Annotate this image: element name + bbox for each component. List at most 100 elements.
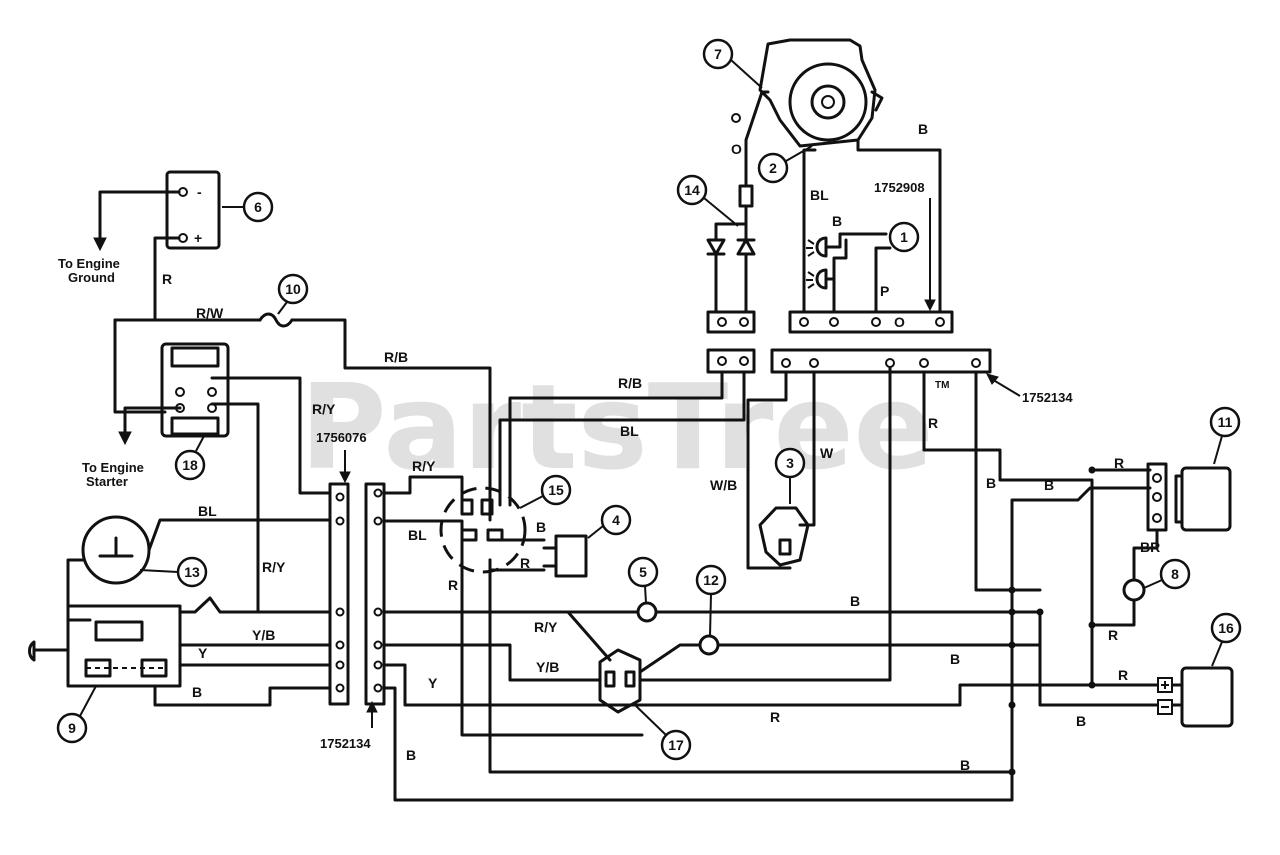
- svg-text:1: 1: [900, 229, 908, 245]
- unit-12: [698, 634, 720, 656]
- wire-label-b-mid-a: B: [850, 593, 860, 609]
- wire-label-r-right-top: R: [928, 415, 938, 431]
- svg-text:8: 8: [1171, 566, 1179, 582]
- wire-label-b-solenoid: B: [536, 519, 546, 535]
- svg-text:9: 9: [68, 720, 76, 736]
- battery-negative-label: -: [197, 184, 202, 200]
- callout-12: 12: [695, 564, 727, 596]
- wire-label-black-battery: B: [1076, 713, 1086, 729]
- wire-label-br: BR: [1140, 539, 1160, 555]
- wire-label-o: O: [894, 314, 905, 330]
- wire-label-p: P: [880, 283, 889, 299]
- callout-6: 6: [242, 191, 274, 223]
- wire-label-ry-lower: R/Y: [534, 619, 558, 635]
- callout-16: 16: [1210, 612, 1242, 644]
- wire-label-b-low-left: B: [192, 684, 202, 700]
- part-number-1752908: 1752908: [874, 180, 925, 195]
- ignition-switch: [160, 342, 230, 438]
- engine-starter-line1: To Engine: [82, 460, 144, 475]
- wire-label-yb-left: Y/B: [252, 627, 275, 643]
- callout-3: 3: [774, 447, 806, 479]
- wire-label-r-right-col: R: [1114, 455, 1124, 471]
- part-number-1752134-right: 1752134: [1022, 390, 1073, 405]
- unit-5: [636, 601, 658, 623]
- meter-13: [81, 515, 151, 585]
- wire-label-bl-mid: BL: [408, 527, 427, 543]
- wire-label-o-top: O: [731, 141, 742, 157]
- wire-label-ry-mid: R/Y: [412, 458, 436, 474]
- junctions: [1008, 466, 1096, 776]
- wire-label-b-bottom: B: [406, 747, 416, 763]
- wire-label-ry-upper: R/Y: [312, 401, 336, 417]
- callout-11: 11: [1209, 406, 1241, 438]
- engine-ground-line2: Ground: [68, 270, 115, 285]
- callout-13: 13: [176, 556, 208, 588]
- wire-label-rb-right: R/B: [618, 375, 642, 391]
- engine-lamps: [806, 232, 888, 314]
- callout-18: 18: [174, 449, 206, 481]
- svg-text:12: 12: [703, 572, 719, 588]
- svg-text:2: 2: [769, 160, 777, 176]
- engine: [758, 38, 884, 148]
- callout-14: 14: [676, 174, 708, 206]
- svg-text:10: 10: [285, 281, 301, 297]
- engine-starter-line2: Starter: [86, 474, 128, 489]
- wire-label-b-engine: B: [918, 121, 928, 137]
- wire-label-b-right-b: B: [1044, 477, 1054, 493]
- component-11: [1174, 466, 1232, 532]
- wire-label-y-mid: Y: [428, 675, 438, 691]
- module-17: [598, 648, 642, 714]
- callout-9: 9: [56, 712, 88, 744]
- battery-positive-label: +: [194, 230, 202, 246]
- wire-label-bl-top: BL: [620, 423, 639, 439]
- svg-text:5: 5: [639, 564, 647, 580]
- switch-9: [28, 604, 182, 688]
- wire-label-r-right-low: R: [1108, 627, 1118, 643]
- svg-text:18: 18: [182, 457, 198, 473]
- wire-label-b-mid-b: B: [950, 651, 960, 667]
- wire-label-bl-engine: BL: [810, 187, 829, 203]
- battery: - +: [165, 170, 221, 250]
- svg-text:17: 17: [668, 737, 684, 753]
- wire-label-rw: R/W: [196, 305, 224, 321]
- solenoid-4: [542, 534, 588, 578]
- wire-label-r-battery: R: [1118, 667, 1128, 683]
- svg-text:3: 3: [786, 455, 794, 471]
- callout-5: 5: [627, 556, 659, 588]
- svg-text:11: 11: [1218, 414, 1233, 430]
- trademark: TM: [935, 380, 949, 391]
- callout-2: 2: [757, 152, 789, 184]
- callout-10: 10: [277, 273, 309, 305]
- watermark: PartsTree: [300, 358, 934, 496]
- svg-text:14: 14: [684, 182, 700, 198]
- wire-label-bl-left: BL: [198, 503, 217, 519]
- wire-label-r-plug: R: [520, 555, 530, 571]
- wire-label-r-bottom: R: [770, 709, 780, 725]
- part-number-1756076: 1756076: [316, 430, 367, 445]
- callout-8: 8: [1159, 558, 1191, 590]
- wire-label-b-top: B: [832, 213, 842, 229]
- svg-text:15: 15: [548, 482, 564, 498]
- regulator-3: [758, 506, 810, 567]
- connector-1752134-left: [364, 482, 386, 706]
- svg-text:6: 6: [254, 199, 262, 215]
- wire-label-battery-red: R: [162, 271, 172, 287]
- engine-ground-line1: To Engine: [58, 256, 120, 271]
- callout-17: 17: [660, 729, 692, 761]
- battery-16: [1157, 666, 1234, 728]
- svg-text:7: 7: [714, 46, 722, 62]
- callout-4: 4: [600, 504, 632, 536]
- wire-label-rb-top: R/B: [384, 349, 408, 365]
- connector-1756076: [328, 482, 350, 706]
- part-number-1752134-left: 1752134: [320, 736, 371, 751]
- wire-label-y-left: Y: [198, 645, 208, 661]
- wire-label-b-lower: B: [960, 757, 970, 773]
- svg-text:4: 4: [612, 512, 620, 528]
- wire-label-yb-mid: Y/B: [536, 659, 559, 675]
- callout-1: 1: [888, 221, 920, 253]
- wire-label-w: W: [820, 445, 834, 461]
- wire-label-r-mid: R: [448, 577, 458, 593]
- svg-text:13: 13: [184, 564, 200, 580]
- wire-label-wb: W/B: [710, 477, 737, 493]
